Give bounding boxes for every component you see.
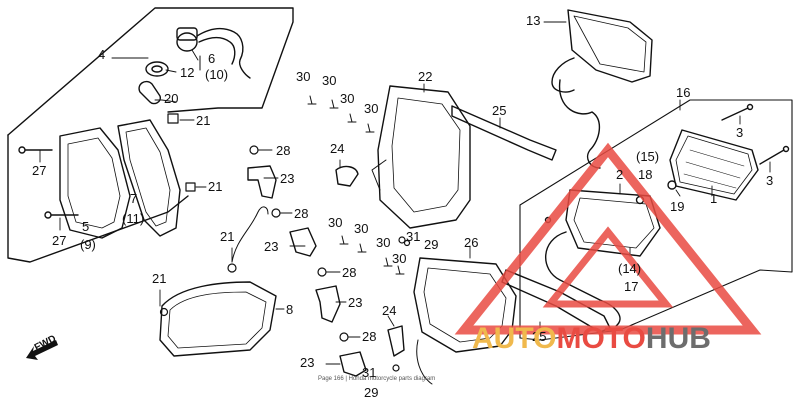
part-label-p6: 6 — [208, 51, 216, 66]
part-label-p27b: 27 — [52, 233, 67, 248]
screw-3-upper — [721, 103, 754, 121]
bulb-20 — [138, 80, 177, 105]
fwd-arrow — [26, 340, 58, 360]
part-label-p13: 13 — [526, 13, 541, 28]
side-cover-22 — [371, 85, 471, 229]
part-label-p31a: 31 — [406, 229, 421, 244]
box-4-lower-outline — [7, 134, 189, 263]
lens-5 — [59, 127, 131, 239]
screw-3-lower — [759, 145, 790, 165]
part-label-p10: (10) — [205, 67, 229, 82]
watermark-triangle — [454, 142, 762, 335]
part-label-p25a: 25 — [492, 103, 507, 118]
part-label-p15: (15) — [636, 149, 660, 164]
bulb-socket-6 — [176, 27, 251, 79]
taillight-lens-1 — [669, 129, 759, 201]
gasket-7 — [117, 119, 181, 237]
bracket-23-a — [247, 165, 277, 199]
box-16-outline — [519, 99, 793, 341]
bracket-23-c — [315, 285, 341, 323]
part-label-p11: (11) — [122, 211, 145, 226]
part-label-p3a: 3 — [736, 125, 744, 140]
part-label-p23d: 23 — [300, 355, 315, 370]
part-label-p8: 8 — [286, 302, 294, 317]
molding-25-upper — [451, 105, 557, 161]
bracket-23-b — [289, 227, 317, 257]
part-label-p23c: 23 — [348, 295, 363, 310]
part-label-p30b: 30 — [322, 73, 337, 88]
part-label-p30e: 30 — [328, 215, 343, 230]
part-label-p20: 20 — [164, 91, 179, 106]
screw-27-upper — [18, 146, 53, 154]
part-label-p5: 5 — [82, 219, 90, 234]
watermark-part-3: HUB — [645, 322, 711, 355]
turn-signal-8 — [159, 206, 277, 357]
part-label-p19: 19 — [670, 199, 685, 214]
headlight-13 — [551, 9, 653, 169]
part-label-p21a: 21 — [196, 113, 211, 128]
part-label-p24a: 24 — [330, 141, 345, 156]
page-caption: Page 166 | Honda motorcycle parts diagra… — [318, 376, 436, 382]
part-label-p29b: 29 — [364, 385, 379, 400]
bracket-23-d — [339, 351, 367, 377]
part-label-p28d: 28 — [362, 329, 377, 344]
part-label-p7: 7 — [130, 191, 138, 206]
box-4-outline — [7, 7, 294, 136]
part-label-p14: (14) — [618, 261, 642, 276]
part-label-p27a: 27 — [32, 163, 47, 178]
part-label-p4: 4 — [98, 47, 106, 62]
part-label-p1: 1 — [710, 191, 718, 206]
part-label-p30c: 30 — [340, 91, 355, 106]
part-label-p22: 22 — [418, 69, 433, 84]
part-label-p3b: 3 — [766, 173, 774, 188]
part-label-p23a: 23 — [280, 171, 295, 186]
part-label-p12: 12 — [180, 65, 195, 80]
part-label-p28c: 28 — [342, 265, 357, 280]
part-label-p30g: 30 — [376, 235, 391, 250]
push-clips-30 — [307, 95, 405, 275]
part-label-p2: 2 — [616, 167, 624, 182]
part-label-p21d: 21 — [152, 271, 167, 286]
part-label-p24b: 24 — [382, 303, 397, 318]
part-label-p30h: 30 — [392, 251, 407, 266]
part-label-p30d: 30 — [364, 101, 379, 116]
screw-27-lower — [44, 211, 79, 219]
part-label-p21c: 21 — [220, 229, 235, 244]
part-label-p28a: 28 — [276, 143, 291, 158]
part-label-p17: 17 — [624, 279, 639, 294]
part-label-p9: (9) — [80, 237, 96, 252]
part-label-p30a: 30 — [296, 69, 311, 84]
part-label-p26: 26 — [464, 235, 479, 250]
part-label-p29a: 29 — [424, 237, 439, 252]
part-label-p31b: 31 — [362, 365, 377, 380]
part-label-p30f: 30 — [354, 221, 369, 236]
clip-24-b — [387, 325, 405, 357]
part-label-p23b: 23 — [264, 239, 279, 254]
part-label-p25b: 25 — [532, 329, 547, 344]
part-label-p21b: 21 — [208, 179, 223, 194]
part-label-p18: 18 — [638, 167, 653, 182]
clip-24-a — [335, 165, 359, 187]
watermark-logo: AUTOMOTOHUB — [472, 322, 711, 356]
side-cover-26 — [413, 257, 517, 385]
watermark-part-2: MOTO — [556, 322, 646, 355]
watermark-part-1: AUTO — [472, 322, 557, 355]
part-label-p28b: 28 — [294, 206, 309, 221]
bulb-12 — [145, 61, 169, 77]
part-label-p16: 16 — [676, 85, 691, 100]
